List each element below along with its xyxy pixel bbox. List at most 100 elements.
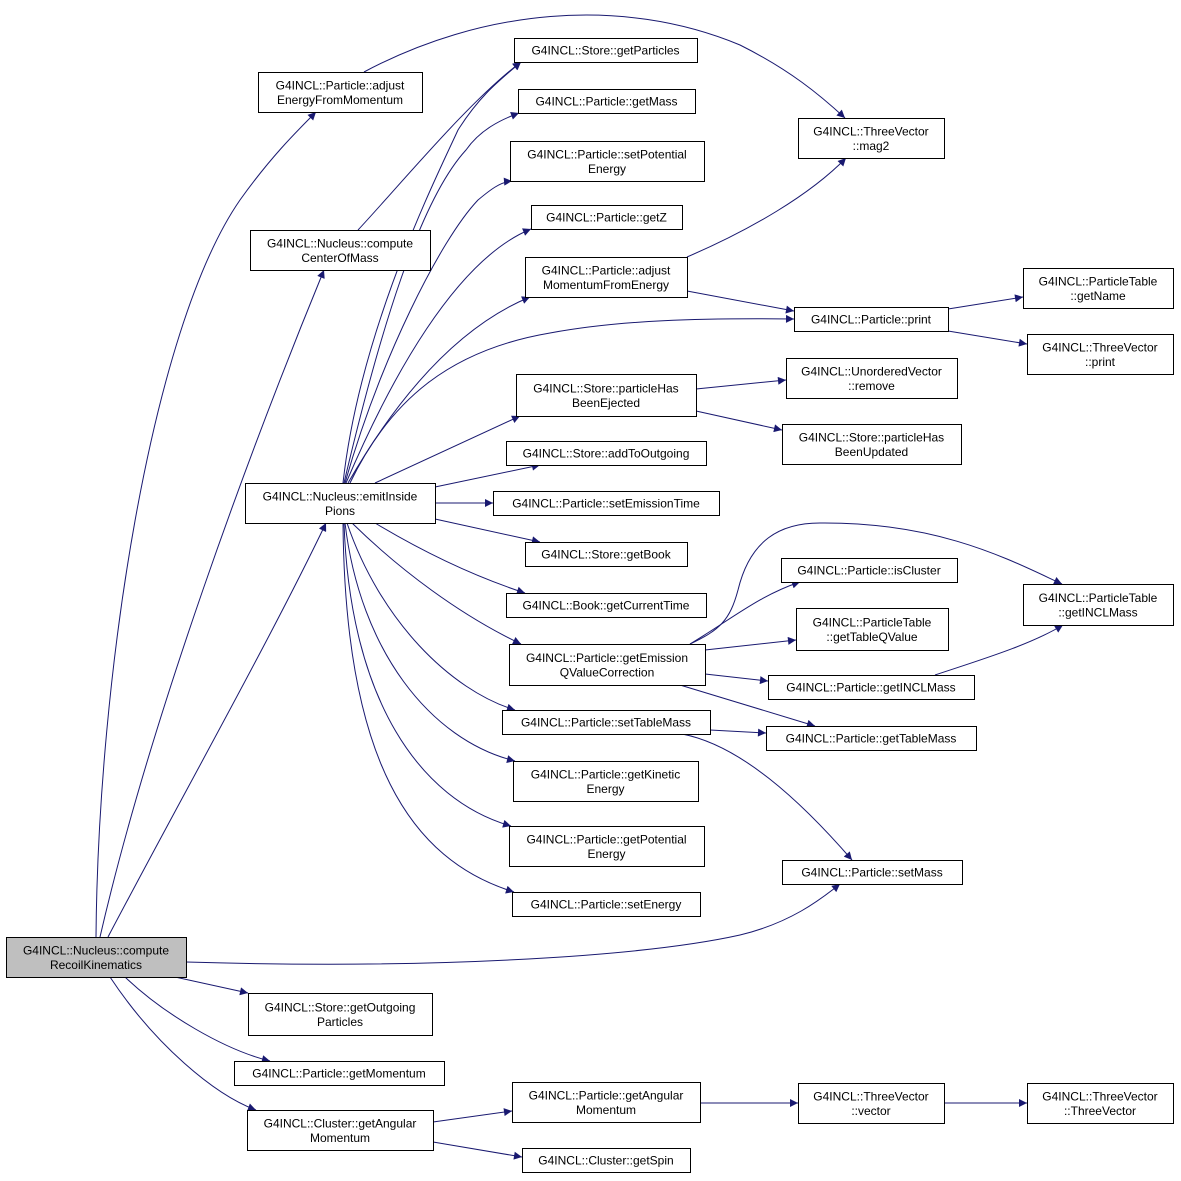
node-box — [768, 675, 975, 700]
node-particlePrint[interactable]: G4INCL::Particle::print — [794, 307, 949, 332]
node-particleGetINCLMass[interactable]: G4INCL::Particle::getINCLMass — [768, 675, 975, 700]
node-label-line: ::remove — [848, 379, 895, 393]
node-storeGetParticles[interactable]: G4INCL::Store::getParticles — [514, 38, 698, 63]
node-threeVectorVector[interactable]: G4INCL::ThreeVector::vector — [798, 1083, 945, 1124]
node-label-line: G4INCL::ThreeVector — [1042, 1089, 1157, 1103]
edge-root-to-storeGetOutgoingParticles — [174, 976, 249, 996]
node-box — [798, 118, 945, 159]
node-box — [493, 491, 720, 516]
node-label-line: G4INCL::Particle::setEnergy — [531, 898, 682, 912]
node-box — [1023, 268, 1174, 309]
node-box — [509, 644, 706, 686]
node-getSpin[interactable]: G4INCL::Cluster::getSpin — [522, 1148, 691, 1173]
node-label-line: G4INCL::Particle::setPotential — [527, 147, 686, 161]
node-box — [509, 826, 705, 867]
node-label-line: Energy — [588, 162, 626, 176]
node-label-line: G4INCL::Nucleus::compute — [267, 236, 413, 250]
nodes: G4INCL::Nucleus::computeRecoilKinematics… — [6, 38, 1174, 1173]
node-box — [516, 374, 697, 417]
node-setMass[interactable]: G4INCL::Particle::setMass — [782, 860, 963, 885]
node-getCurrentTime[interactable]: G4INCL::Book::getCurrentTime — [506, 593, 707, 618]
node-box — [506, 441, 707, 466]
node-unorderedVectorRemove[interactable]: G4INCL::UnorderedVector::remove — [786, 358, 958, 399]
node-label-line: G4INCL::Particle::getAngular — [529, 1088, 684, 1102]
node-label-line: CenterOfMass — [301, 251, 378, 265]
node-box — [6, 937, 187, 978]
edges — [95, 14, 1064, 1160]
edge-getEmissionQValueCorrection-to-getTableQValue — [704, 636, 797, 651]
node-threeVectorCtor[interactable]: G4INCL::ThreeVector::ThreeVector — [1027, 1083, 1174, 1124]
node-getMass[interactable]: G4INCL::Particle::getMass — [518, 89, 696, 114]
node-box — [250, 230, 431, 271]
node-label-line: G4INCL::ThreeVector — [1042, 340, 1157, 354]
node-getTableQValue[interactable]: G4INCL::ParticleTable::getTableQValue — [796, 608, 949, 651]
node-getTableMass[interactable]: G4INCL::Particle::getTableMass — [766, 726, 977, 751]
node-getEmissionQValueCorrection[interactable]: G4INCL::Particle::getEmissionQValueCorre… — [509, 644, 706, 686]
node-label-line: G4INCL::Store::getBook — [541, 548, 671, 562]
node-label-line: G4INCL::Particle::setMass — [801, 866, 942, 880]
node-label-line: G4INCL::Cluster::getAngular — [264, 1116, 417, 1130]
edge-emitInsidePions-to-setTableMass — [346, 522, 516, 712]
node-getMomentum[interactable]: G4INCL::Particle::getMomentum — [234, 1061, 445, 1086]
node-label-line: G4INCL::Particle::getINCLMass — [786, 681, 955, 695]
node-box — [512, 1082, 701, 1123]
node-getBook[interactable]: G4INCL::Store::getBook — [525, 542, 688, 567]
node-label-line: G4INCL::Particle::getEmission — [526, 651, 688, 665]
edge-clusterGetAngularMomentum-to-particleGetAngularMomentum — [432, 1108, 513, 1123]
node-label-line: ::getINCLMass — [1058, 605, 1137, 619]
edge-emitInsidePions-to-adjustMomentumFromEnergy — [347, 296, 531, 484]
node-isCluster[interactable]: G4INCL::Particle::isCluster — [781, 558, 958, 583]
node-box — [794, 307, 949, 332]
node-threeVectorPrint[interactable]: G4INCL::ThreeVector::print — [1027, 334, 1174, 375]
node-label-line: ::ThreeVector — [1064, 1104, 1136, 1118]
edge-particleHasBeenEjected-to-unorderedVectorRemove — [695, 376, 787, 390]
node-label-line: G4INCL::ThreeVector — [813, 1089, 928, 1103]
node-tableGetINCLMass[interactable]: G4INCL::ParticleTable::getINCLMass — [1023, 584, 1174, 626]
node-label-line: G4INCL::Particle::print — [811, 313, 932, 327]
node-label-line: ::mag2 — [853, 139, 890, 153]
edge-emitInsidePions-to-getZ — [345, 228, 532, 484]
node-addToOutgoing[interactable]: G4INCL::Store::addToOutgoing — [506, 441, 707, 466]
node-getName[interactable]: G4INCL::ParticleTable::getName — [1023, 268, 1174, 309]
node-adjustMomentumFromEnergy[interactable]: G4INCL::Particle::adjustMomentumFromEner… — [525, 257, 688, 298]
node-label-line: ::getTableQValue — [826, 630, 917, 644]
node-box — [531, 205, 683, 230]
edge-computeCenterOfMass-to-storeGetParticles — [357, 61, 522, 231]
edge-emitInsidePions-to-particleHasBeenEjected — [374, 415, 521, 484]
edge-root-to-setMass — [185, 883, 841, 965]
node-label-line: G4INCL::ParticleTable — [813, 615, 932, 629]
node-label-line: ::getName — [1070, 289, 1126, 303]
edge-emitInsidePions-to-storeGetParticles — [342, 61, 522, 484]
node-mag2[interactable]: G4INCL::ThreeVector::mag2 — [798, 118, 945, 159]
node-setTableMass[interactable]: G4INCL::Particle::setTableMass — [502, 710, 711, 735]
node-label-line: G4INCL::Particle::getTableMass — [786, 732, 957, 746]
node-getZ[interactable]: G4INCL::Particle::getZ — [531, 205, 683, 230]
node-label-line: G4INCL::Store::particleHas — [533, 381, 678, 395]
edge-emitInsidePions-to-getEmissionQValueCorrection — [351, 522, 522, 645]
node-adjustEnergyFromMomentum[interactable]: G4INCL::Particle::adjustEnergyFromMoment… — [258, 72, 423, 113]
edge-getEmissionQValueCorrection-to-particleGetINCLMass — [704, 673, 769, 685]
node-box — [798, 1083, 945, 1124]
node-setEmissionTime[interactable]: G4INCL::Particle::setEmissionTime — [493, 491, 720, 516]
edge-root-to-computeCenterOfMass — [99, 269, 325, 938]
node-box — [525, 542, 688, 567]
node-box — [514, 38, 698, 63]
node-label-line: MomentumFromEnergy — [543, 278, 669, 292]
node-box — [1027, 334, 1174, 375]
edge-emitInsidePions-to-setPotentialEnergy — [344, 177, 513, 484]
node-setEnergy[interactable]: G4INCL::Particle::setEnergy — [512, 892, 701, 917]
node-label-line: G4INCL::Particle::setEmissionTime — [512, 497, 700, 511]
node-label-line: G4INCL::Store::getOutgoing — [265, 1000, 416, 1014]
node-label-line: G4INCL::Nucleus::emitInside — [263, 489, 418, 503]
